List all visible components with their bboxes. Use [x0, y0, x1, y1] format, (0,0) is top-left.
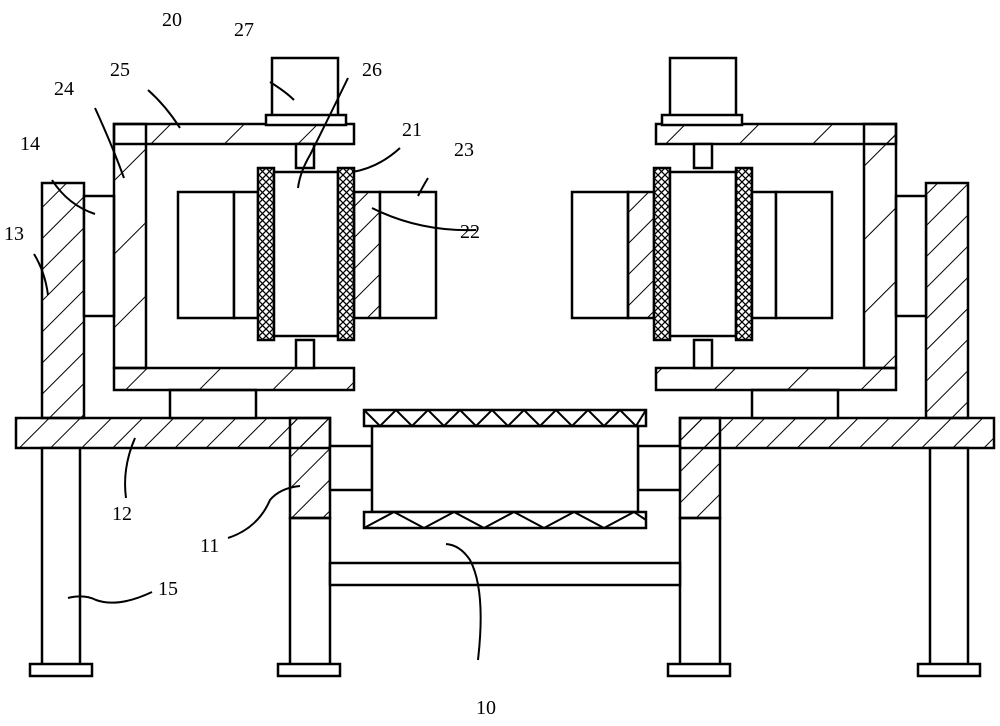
upright-left	[40, 181, 86, 420]
block-outer-right-b	[774, 190, 834, 320]
outer-foot-left	[28, 662, 94, 678]
label-23: 23	[454, 139, 474, 161]
block-hatched-right	[626, 190, 656, 320]
frame-side-right	[862, 122, 898, 370]
shaft-bottom-right	[692, 338, 714, 370]
center-foot-left	[276, 662, 342, 678]
frame-top-right	[654, 122, 898, 146]
block-outer-left	[176, 190, 236, 320]
label-21: 21	[402, 119, 422, 141]
stand-right	[750, 388, 840, 420]
sleeve-right-a	[652, 166, 672, 342]
block-right-left	[378, 190, 438, 320]
shaft-top-right	[692, 142, 714, 170]
frame-top-left	[112, 122, 356, 146]
support-leg-right	[678, 516, 722, 668]
motor-left	[270, 56, 340, 118]
label-11: 11	[200, 535, 219, 557]
label-25: 25	[110, 59, 130, 81]
center-crossbar	[328, 561, 682, 587]
frame-bottom-left	[112, 366, 356, 392]
block-outer-right-a	[570, 190, 630, 320]
label-13: 13	[4, 223, 24, 245]
block-inner-right	[750, 190, 778, 320]
connector-right	[894, 194, 928, 318]
label-26: 26	[362, 59, 382, 81]
label-10: 10	[476, 697, 496, 719]
sleeve-right-b	[734, 166, 754, 342]
frame-side-left	[112, 122, 148, 370]
left-unit	[40, 56, 438, 420]
label-24: 24	[54, 78, 74, 100]
label-27: 27	[234, 19, 254, 41]
platform-right	[678, 416, 996, 450]
motor-base-left	[264, 113, 348, 127]
upright-right	[924, 181, 970, 420]
center-foot-right	[666, 662, 732, 678]
label-14: 14	[20, 133, 40, 155]
sleeve-left-a	[256, 166, 276, 342]
support-column-left	[288, 416, 332, 520]
label-15: 15	[158, 578, 178, 600]
roller-right	[668, 170, 738, 338]
label-20: 20	[162, 9, 182, 31]
tray-body	[370, 424, 640, 514]
stand-left	[168, 388, 258, 420]
connector-left	[82, 194, 116, 318]
outer-leg-right	[928, 446, 970, 668]
block-hatched-left	[352, 190, 382, 320]
outer-foot-right	[916, 662, 982, 678]
tray-connector-left-top	[328, 444, 374, 492]
label-12: 12	[112, 503, 132, 525]
platform-left	[14, 416, 332, 450]
tray-bottom-plate	[362, 510, 648, 530]
motor-base-right	[660, 113, 744, 127]
support-column-right	[678, 416, 722, 520]
roller-left	[272, 170, 340, 338]
outer-leg-left	[40, 446, 82, 668]
tray-top-marks	[363, 408, 647, 428]
motor-right	[668, 56, 738, 118]
frame-bottom-right	[654, 366, 898, 392]
label-22: 22	[460, 221, 480, 243]
block-inner-left	[232, 190, 260, 320]
support-leg-left	[288, 516, 332, 668]
shaft-bottom-left	[294, 338, 316, 370]
right-unit	[570, 56, 970, 420]
shaft-top-left	[294, 142, 316, 170]
tray-bottom-marks	[363, 510, 647, 530]
tray-connector-right-top	[636, 444, 682, 492]
leader-lines	[33, 77, 482, 661]
sleeve-left-b	[336, 166, 356, 342]
